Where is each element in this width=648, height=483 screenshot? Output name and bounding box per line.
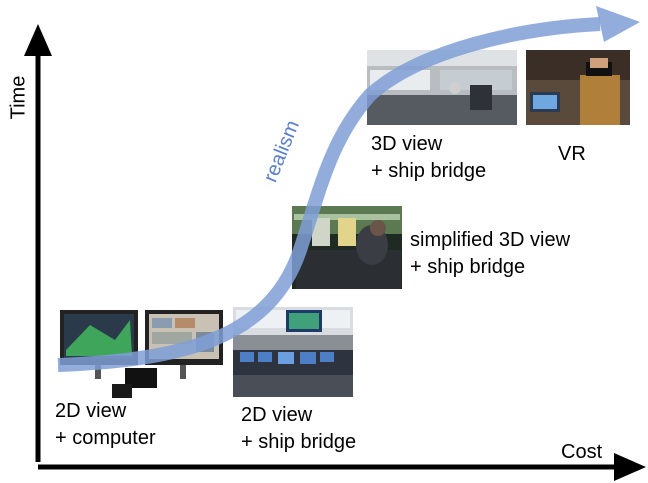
realism-arrowhead bbox=[596, 6, 640, 42]
stage-label-line2: + ship bridge bbox=[371, 160, 487, 182]
stage-label-2d-ship-bridge: 2D view + ship bridge bbox=[241, 402, 356, 456]
photo-2d-ship-bridge bbox=[233, 307, 353, 397]
time-axis-label: Time bbox=[7, 75, 30, 120]
stage-label-line2: + computer bbox=[55, 427, 156, 449]
time-axis-arrowhead bbox=[24, 24, 52, 56]
stage-label-vr: VR bbox=[558, 141, 586, 168]
stage-label-line1: 2D view bbox=[55, 400, 127, 422]
cost-axis-label: Cost bbox=[561, 441, 603, 463]
stage-label-2d-computer: 2D view + computer bbox=[55, 398, 156, 452]
stage-label-line2: + ship bridge bbox=[241, 431, 357, 453]
photo-vr bbox=[526, 50, 630, 125]
realism-curve bbox=[57, 17, 601, 372]
stage-label-line1: 3D view bbox=[371, 133, 443, 155]
stage-label-line1: VR bbox=[558, 143, 586, 165]
stage-label-line2: + ship bridge bbox=[410, 256, 526, 278]
stage-label-line1: simplified 3D view bbox=[410, 229, 571, 251]
stage-label-simplified-3d: simplified 3D view + ship bridge bbox=[410, 227, 570, 281]
stage-label-3d-view: 3D view + ship bridge bbox=[371, 131, 486, 185]
stage-label-line1: 2D view bbox=[241, 404, 313, 426]
cost-axis-arrowhead bbox=[614, 453, 646, 481]
